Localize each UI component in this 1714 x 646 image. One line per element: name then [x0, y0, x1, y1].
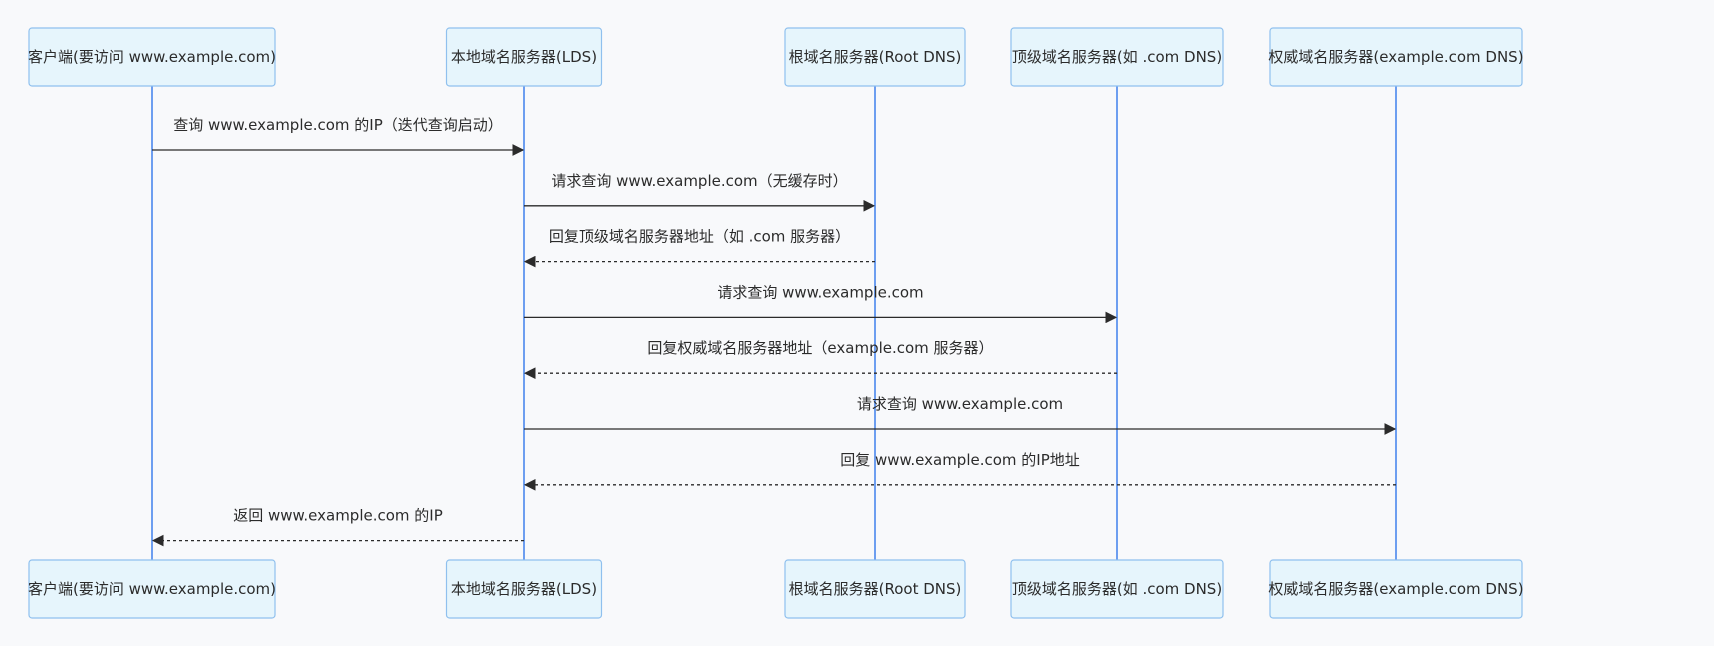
actors-top: 客户端(要访问 www.example.com) 本地域名服务器(LDS) 根域名服… — [28, 27, 1524, 87]
actor-root-top: 根域名服务器(Root DNS) — [784, 27, 966, 87]
message-1: 查询 www.example.com 的IP（迭代查询启动） — [152, 116, 525, 156]
actor-box — [784, 27, 966, 87]
message-label: 返回 www.example.com 的IP — [233, 507, 443, 525]
actor-box — [784, 559, 966, 619]
message-7: 回复 www.example.com 的IP地址 — [523, 451, 1396, 491]
actor-box — [1269, 559, 1523, 619]
message-4: 请求查询 www.example.com — [524, 283, 1118, 324]
lifelines — [151, 86, 1397, 560]
actor-box — [445, 27, 603, 87]
actor-label: 权威域名服务器(example.com DNS) — [1268, 48, 1523, 66]
actor-box — [445, 559, 603, 619]
actor-box — [28, 559, 276, 619]
actor-label: 顶级域名服务器(如 .com DNS) — [1012, 48, 1222, 66]
messages: 查询 www.example.com 的IP（迭代查询启动） 请求查询 www.e… — [151, 116, 1397, 547]
actor-auth-bottom: 权威域名服务器(example.com DNS) — [1268, 559, 1524, 619]
actor-label: 客户端(要访问 www.example.com) — [28, 580, 276, 598]
message-label: 回复权威域名服务器地址（example.com 服务器） — [647, 339, 993, 357]
message-label: 回复顶级域名服务器地址（如 .com 服务器） — [549, 228, 850, 246]
message-label: 回复 www.example.com 的IP地址 — [840, 451, 1080, 469]
actor-box — [28, 27, 276, 87]
message-6: 请求查询 www.example.com — [524, 395, 1397, 435]
message-8: 返回 www.example.com 的IP — [151, 507, 524, 547]
actor-label: 本地域名服务器(LDS) — [451, 48, 597, 66]
actor-label: 根域名服务器(Root DNS) — [789, 580, 962, 598]
actor-lds-top: 本地域名服务器(LDS) — [445, 27, 603, 87]
actor-label: 客户端(要访问 www.example.com) — [28, 48, 276, 66]
message-label: 请求查询 www.example.com — [717, 283, 923, 301]
actor-label: 顶级域名服务器(如 .com DNS) — [1012, 580, 1222, 598]
message-5: 回复权威域名服务器地址（example.com 服务器） — [523, 339, 1117, 380]
actor-client-bottom: 客户端(要访问 www.example.com) — [28, 559, 276, 619]
actor-label: 根域名服务器(Root DNS) — [789, 48, 962, 66]
message-label: 请求查询 www.example.com — [857, 395, 1063, 413]
message-label: 请求查询 www.example.com（无缓存时） — [551, 172, 847, 190]
actor-box — [1010, 27, 1224, 87]
message-2: 请求查询 www.example.com（无缓存时） — [524, 172, 876, 212]
actor-box — [1269, 27, 1523, 87]
actor-lds-bottom: 本地域名服务器(LDS) — [445, 559, 603, 619]
message-3: 回复顶级域名服务器地址（如 .com 服务器） — [523, 228, 875, 268]
actor-client-top: 客户端(要访问 www.example.com) — [28, 27, 276, 87]
actor-tld-bottom: 顶级域名服务器(如 .com DNS) — [1010, 559, 1224, 619]
actor-root-bottom: 根域名服务器(Root DNS) — [784, 559, 966, 619]
actor-box — [1010, 559, 1224, 619]
actor-label: 本地域名服务器(LDS) — [451, 580, 597, 598]
message-label: 查询 www.example.com 的IP（迭代查询启动） — [173, 116, 503, 134]
actor-tld-top: 顶级域名服务器(如 .com DNS) — [1010, 27, 1224, 87]
actor-auth-top: 权威域名服务器(example.com DNS) — [1268, 27, 1524, 87]
actors-bottom: 客户端(要访问 www.example.com) 本地域名服务器(LDS) 根域名服… — [28, 559, 1524, 619]
actor-label: 权威域名服务器(example.com DNS) — [1268, 580, 1523, 598]
